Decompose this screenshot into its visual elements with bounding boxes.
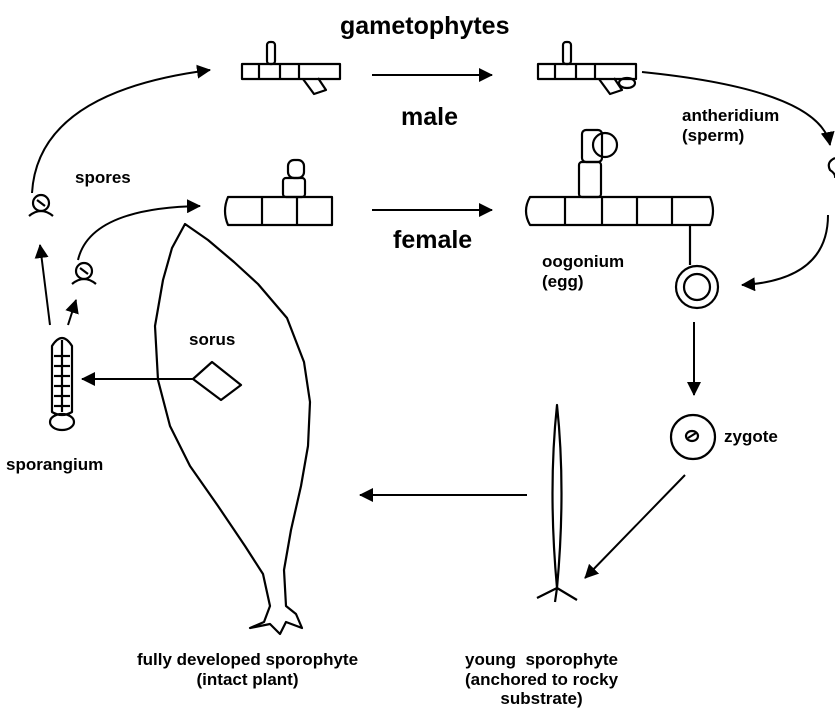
label-antheridium-main: antheridium: [682, 106, 779, 126]
label-sorus: sorus: [189, 330, 235, 350]
zygote-cell: [671, 415, 715, 459]
label-young-main: young sporophyte: [465, 650, 618, 670]
sporangium-structure: [50, 338, 74, 430]
spore-upper: [29, 195, 53, 216]
label-mature-sporophyte: fully developed sporophyte (intact plant…: [137, 650, 358, 689]
arrow-spore-to-female: [78, 206, 200, 260]
oogonium-outer: [676, 266, 718, 308]
male-gametophyte-left: [242, 42, 340, 94]
male-gametophyte-right: [538, 42, 636, 94]
label-gametophytes: gametophytes: [340, 12, 509, 41]
label-antheridium: antheridium (sperm): [682, 106, 779, 145]
arrow-sporangium-to-spore1: [40, 245, 50, 325]
label-young-sub1: (anchored to rocky: [465, 670, 618, 690]
arrow-sporangium-to-spore2: [68, 300, 76, 325]
label-male: male: [401, 103, 458, 132]
arrow-zygote-to-young: [585, 475, 685, 578]
arrow-return-to-oogonium: [742, 215, 828, 285]
label-young-sporophyte: young sporophyte (anchored to rocky subs…: [465, 650, 618, 709]
label-oogonium-main: oogonium: [542, 252, 624, 272]
mature-sporophyte: [155, 224, 310, 634]
label-spores: spores: [75, 168, 131, 188]
label-antheridium-sub: (sperm): [682, 126, 779, 146]
label-young-sub2: substrate): [465, 689, 618, 709]
label-mature-main: fully developed sporophyte: [137, 650, 358, 670]
female-gametophyte-left: [225, 160, 332, 225]
label-sporangium: sporangium: [6, 455, 103, 475]
young-sporophyte: [537, 405, 577, 602]
label-mature-sub: (intact plant): [137, 670, 358, 690]
label-zygote: zygote: [724, 427, 778, 447]
label-oogonium-sub: (egg): [542, 272, 624, 292]
sperm-cell-partial: [829, 158, 835, 178]
oogonium-inner: [684, 274, 710, 300]
label-female: female: [393, 226, 472, 255]
label-oogonium: oogonium (egg): [542, 252, 624, 291]
sorus-patch: [193, 362, 241, 400]
spore-lower: [72, 263, 96, 284]
